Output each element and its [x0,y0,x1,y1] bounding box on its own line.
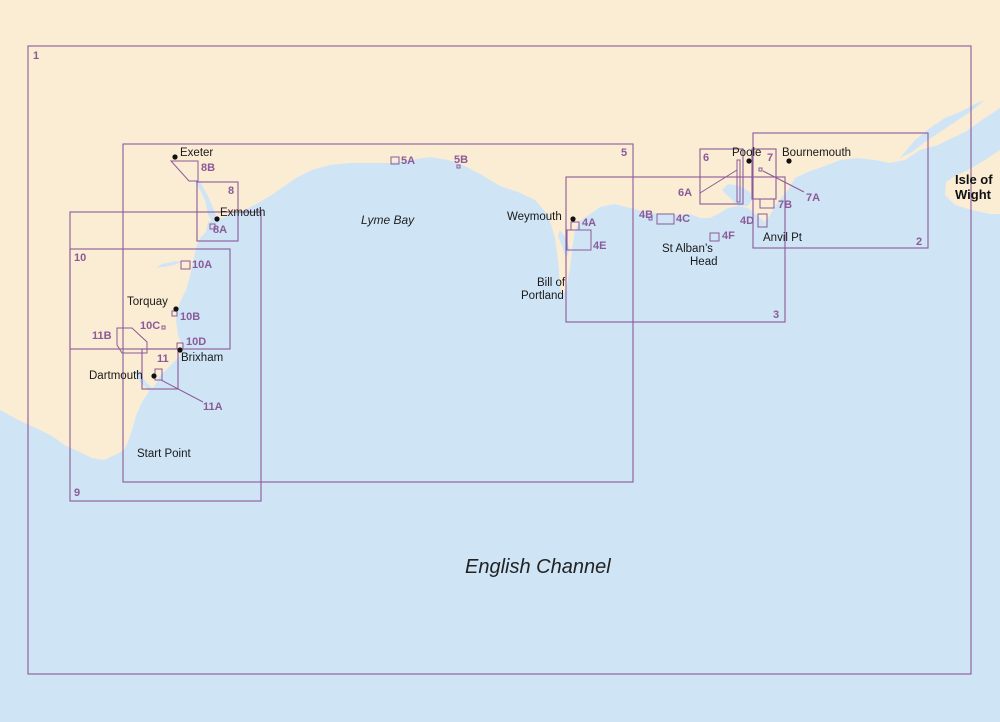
solent-inlet [900,100,985,158]
chart-8a-boundary [209,223,216,230]
chart-2-boundary [752,132,929,249]
chart-10a-boundary [180,260,191,270]
chart-label-7b: 7B [778,199,792,211]
chart-label-11: 11 [157,353,169,365]
label-weymouth: Weymouth [507,211,562,223]
chart-4c-boundary [656,213,675,225]
chart-label-6a: 6A [678,187,692,199]
chart-label-7a: 7A [806,192,820,204]
chart-label-3: 3 [773,309,779,321]
label-exeter: Exeter [180,147,213,159]
chart-4f-boundary [709,232,720,242]
dartmouth-marker [151,373,157,379]
chart-label-4b: 4B [639,209,653,221]
label-st-albans-head-line2: Head [690,256,718,268]
poole-marker [746,158,752,164]
weymouth-marker [570,216,576,222]
label-torquay: Torquay [127,296,168,308]
label-bill-of-portland-line1: Bill of [537,277,566,289]
chart-3-boundary [565,176,786,323]
label-anvil-pt: Anvil Pt [763,232,803,244]
chart-label-4e: 4E [593,240,606,252]
chart-label-10c: 10C [140,320,160,332]
chart-11-boundary [141,348,179,390]
teign-inlet [156,261,182,268]
chart-5b-boundary [456,164,461,169]
chart-label-10: 10 [74,252,86,264]
chart-label-7: 7 [767,152,773,164]
chart-4d-boundary [757,213,768,228]
leader-11a [160,379,204,403]
chart-4e-boundary [566,229,592,251]
label-start-point: Start Point [137,448,191,460]
label-isle-of-wight-line2: Wight [955,187,992,202]
chart-label-4a: 4A [582,217,596,229]
chart-4b-boundary [648,216,653,221]
chart-label-11a: 11A [203,401,223,413]
chart-label-9: 9 [74,487,80,499]
chart-8-boundary [196,181,239,242]
exmouth-marker [214,216,220,222]
brixham-marker [177,347,183,353]
chart-1-boundary [27,45,972,675]
label-isle-of-wight-line1: Isle of [955,172,993,187]
label-english-channel: English Channel [465,556,611,578]
label-exmouth: Exmouth [220,207,265,219]
chart-7a-boundary [758,167,763,172]
exeter-marker [172,154,178,160]
portland-fleet [558,230,570,258]
dart-estuary [134,370,154,392]
chart-label-8b: 8B [201,162,215,174]
chart-label-8a: 8A [213,224,227,236]
label-bill-of-portland-line2: Portland [521,290,564,302]
chart-7b-boundary [759,198,775,209]
chart-label-10b: 10B [180,311,200,323]
chart-label-1: 1 [33,50,39,62]
chart-label-5a: 5A [401,155,415,167]
torquay-marker [173,306,179,312]
chart-10c-boundary [161,325,166,330]
chart-11b-boundary [116,327,148,354]
chart-8b-boundary [169,160,199,182]
chart-label-8: 8 [228,185,234,197]
chart-label-4c: 4C [676,213,690,225]
chart-label-6: 6 [703,152,709,164]
chart-label-5: 5 [621,147,627,159]
chart-6a-boundary [736,159,741,203]
mainland [0,0,1000,460]
label-dartmouth: Dartmouth [89,370,143,382]
label-bournemouth: Bournemouth [782,147,851,159]
chart-label-10d: 10D [186,336,206,348]
chart-label-4d: 4D [740,215,754,227]
chart-5a-boundary [390,156,400,165]
label-st-albans-head-line1: St Alban’s [662,243,713,255]
chart-9-boundary [69,211,262,502]
isle-of-wight-land [945,150,1000,214]
bournemouth-marker [786,158,792,164]
chart-6-boundary [699,148,744,205]
chart-5-boundary [122,143,634,483]
label-poole: Poole [732,147,761,159]
chart-label-5b: 5B [454,154,468,166]
label-brixham: Brixham [181,352,223,364]
label-lyme-bay: Lyme Bay [361,213,415,227]
chart-label-4f: 4F [722,230,735,242]
chart-label-10a: 10A [192,259,212,271]
chart-label-11b: 11B [92,330,112,342]
leader-6a [699,169,738,194]
chart-label-2: 2 [916,236,922,248]
leader-7a [762,170,805,193]
